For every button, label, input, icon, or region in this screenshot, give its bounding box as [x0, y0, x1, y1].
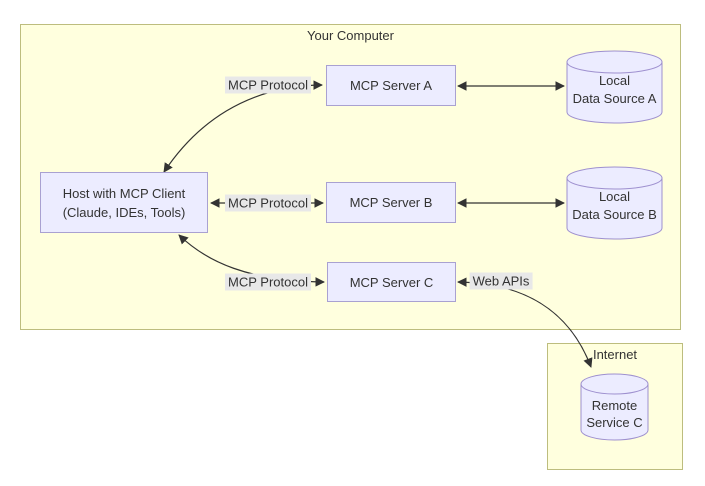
node-host-with-mcp-client: Host with MCP Client (Claude, IDEs, Tool… — [40, 172, 208, 233]
cluster-internet-label: Internet — [592, 347, 638, 362]
node-host-label-line2: (Claude, IDEs, Tools) — [62, 204, 186, 220]
label-line2: Data Source B — [572, 207, 657, 222]
node-remote-service-c-label: Remote Service C — [580, 397, 649, 431]
label-line1: Remote — [591, 398, 638, 413]
edge-host-server-a — [163, 80, 323, 173]
node-mcp-server-b-label: MCP Server B — [349, 195, 433, 210]
edge-server-c-remote-service-c — [457, 277, 593, 368]
edge-label-mcp-protocol-a: MCP Protocol — [225, 76, 311, 94]
node-mcp-server-c-label: MCP Server C — [349, 274, 434, 290]
node-mcp-server-c: MCP Server C — [327, 262, 456, 302]
node-mcp-server-a: MCP Server A — [326, 65, 456, 106]
database-cylinder-icon — [566, 50, 663, 124]
label-line2: Service C — [586, 415, 643, 430]
node-local-data-source-b: Local Data Source B — [566, 166, 663, 240]
node-remote-service-c: Remote Service C — [580, 373, 649, 441]
node-host-label-line1: Host with MCP Client — [62, 185, 186, 201]
node-mcp-server-a-label: MCP Server A — [349, 78, 433, 93]
edge-label-mcp-protocol-b: MCP Protocol — [225, 194, 311, 212]
node-local-data-source-b-label: Local Data Source B — [566, 188, 663, 224]
database-cylinder-icon — [566, 166, 663, 240]
cluster-your-computer-label: Your Computer — [307, 28, 394, 43]
edge-label-web-apis: Web APIs — [469, 272, 533, 290]
label-line1: Local — [598, 73, 631, 88]
edge-label-mcp-protocol-c: MCP Protocol — [225, 273, 311, 291]
node-local-data-source-a: Local Data Source A — [566, 50, 663, 124]
label-line2: Data Source A — [572, 91, 657, 106]
label-line1: Local — [598, 189, 631, 204]
node-mcp-server-b: MCP Server B — [326, 182, 456, 223]
node-local-data-source-a-label: Local Data Source A — [566, 72, 663, 108]
database-cylinder-icon — [580, 373, 649, 441]
